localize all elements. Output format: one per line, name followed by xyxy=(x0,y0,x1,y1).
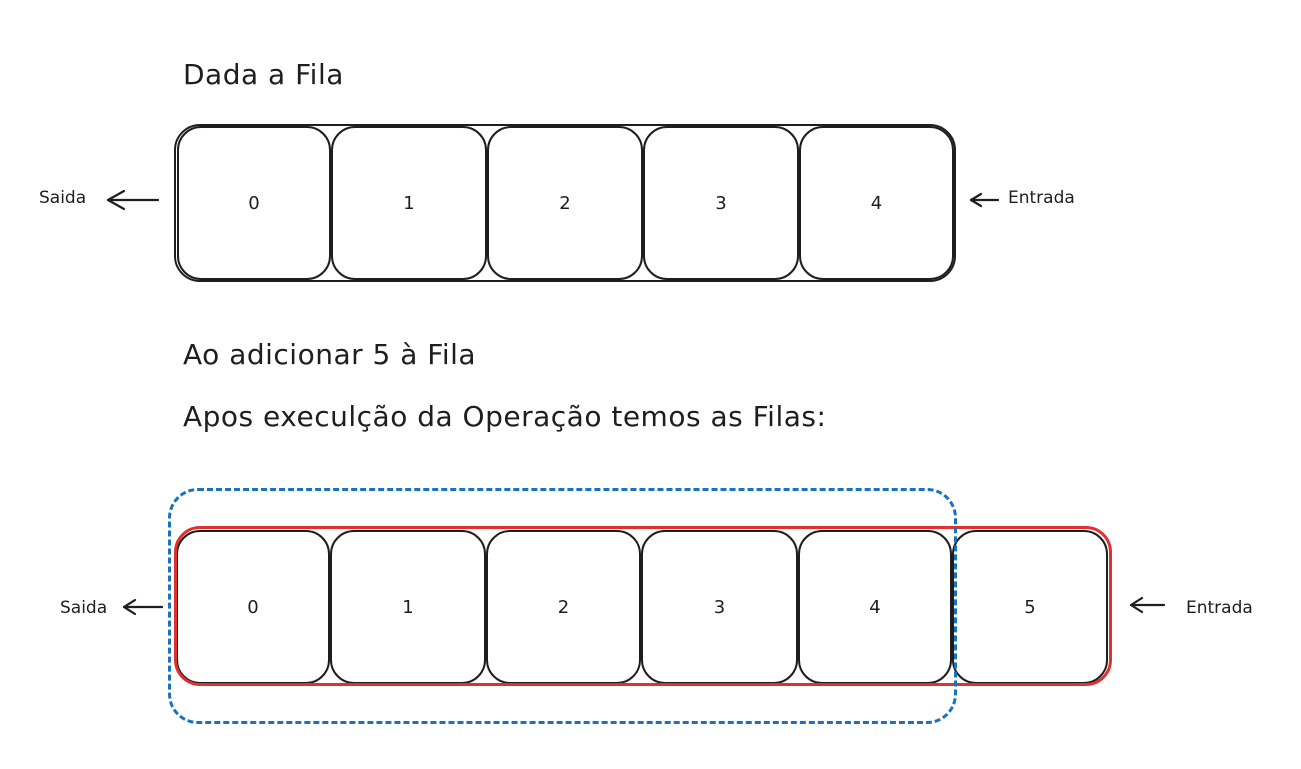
after-title: Apos execulção da Operação temos as Fila… xyxy=(183,400,827,433)
queue-cell: 3 xyxy=(641,530,798,684)
queue-cell: 4 xyxy=(799,126,954,280)
queue-cell: 0 xyxy=(177,126,331,280)
first-queue-outline xyxy=(174,124,956,282)
queue-cell: 3 xyxy=(643,126,799,280)
red-queue-outline xyxy=(174,526,1112,686)
arrow-left-icon xyxy=(1129,596,1166,614)
second-exit-label: Saida xyxy=(60,598,108,618)
queue-cell: 2 xyxy=(487,126,643,280)
arrow-left-icon xyxy=(122,598,164,616)
queue-cell: 2 xyxy=(486,530,641,684)
blue-queue-outline xyxy=(168,488,957,724)
queue-cell: 4 xyxy=(798,530,952,684)
queue-cell: 1 xyxy=(331,126,487,280)
arrow-left-icon xyxy=(106,189,160,211)
add-title: Ao adicionar 5 à Fila xyxy=(183,338,477,371)
arrow-left-icon xyxy=(969,192,1000,208)
first-exit-label: Saida xyxy=(39,188,87,208)
second-entry-label: Entrada xyxy=(1186,598,1253,618)
first-entry-label: Entrada xyxy=(1008,188,1075,208)
queue-cell: 1 xyxy=(330,530,486,684)
first-title: Dada a Fila xyxy=(183,58,344,91)
